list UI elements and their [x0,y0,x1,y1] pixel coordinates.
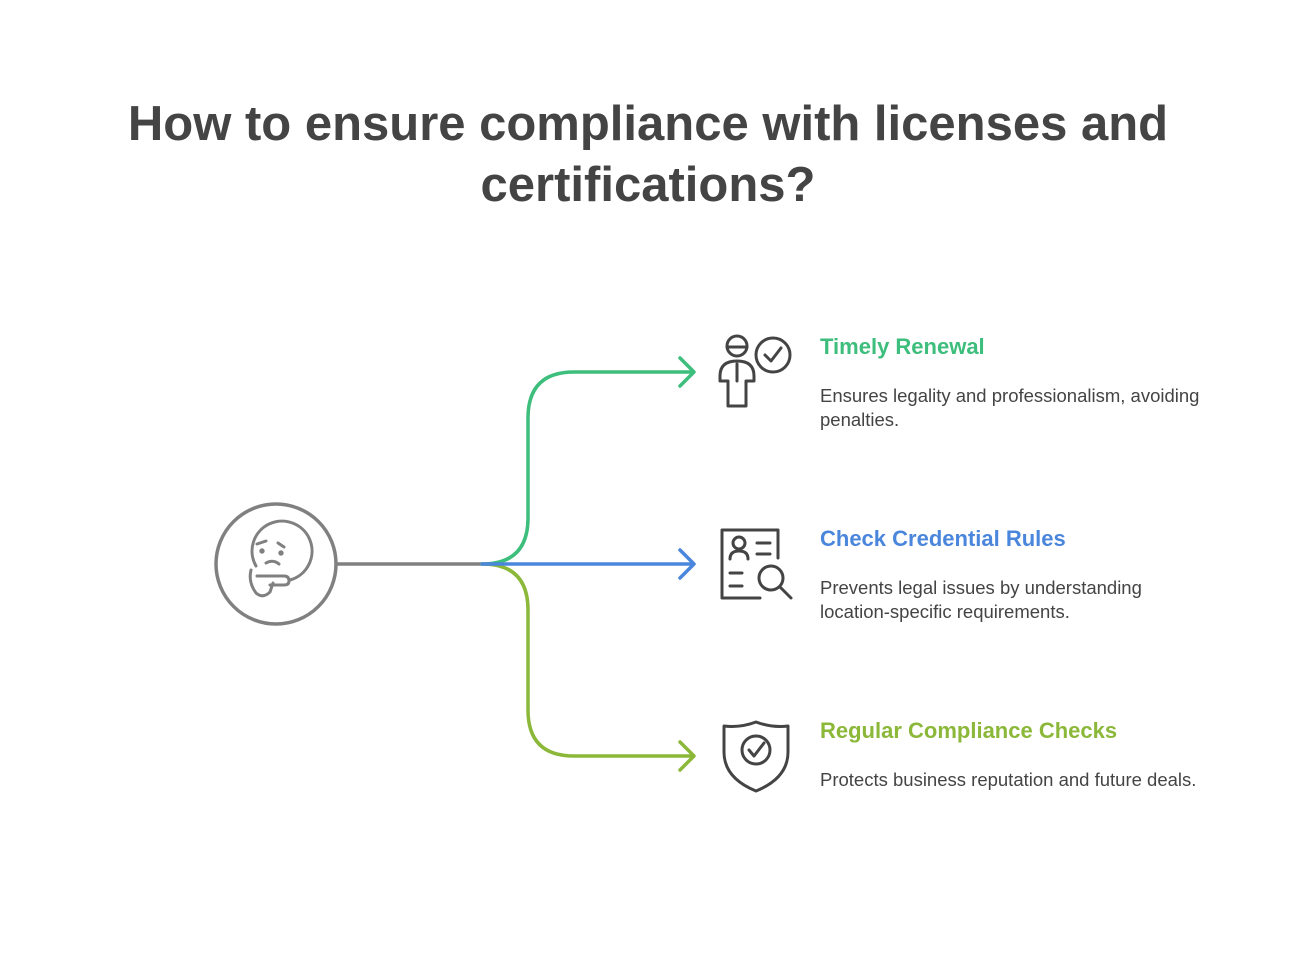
arrow-head-check-credential-rules [678,548,696,580]
branch-title-check-credential-rules: Check Credential Rules [820,526,1066,551]
branch-description-check-credential-rules: Prevents legal issues by understanding l… [820,577,1142,622]
thinking-face-icon [214,502,338,626]
shield-check-icon [722,720,790,793]
branch-description-timely-renewal: Ensures legality and professionalism, av… [820,385,1200,430]
arrow-head-timely-renewal [678,356,696,388]
branch-connector-timely-renewal [480,370,694,566]
page-title: How to ensure compliance with licenses a… [127,97,1169,212]
branch-description-regular-compliance-checks: Protects business reputation and future … [820,769,1197,790]
branch-connector-regular-compliance-checks [480,562,694,758]
arrow-head-regular-compliance-checks [678,740,696,772]
branch-title-regular-compliance-checks: Regular Compliance Checks [820,718,1118,743]
id-card-search-icon [720,528,793,600]
person-checkmark-icon [718,334,792,408]
branch-title-timely-renewal: Timely Renewal [820,334,985,359]
